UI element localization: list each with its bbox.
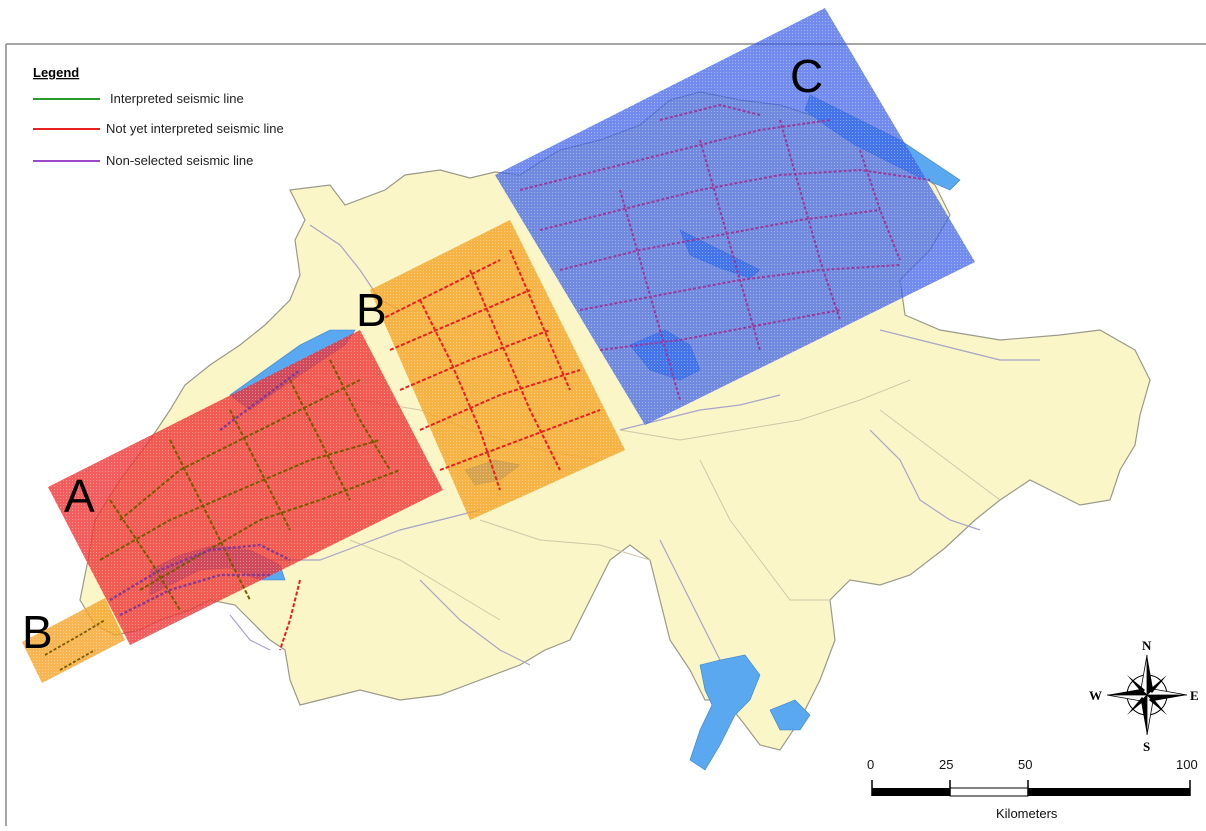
scale-unit-label: Kilometers [996,806,1058,821]
zone-label-A: A [64,470,95,522]
seismic-lines-zone-B [279,249,601,651]
compass-east: E [1190,688,1199,703]
zone-B-small-area [22,598,125,683]
legend-label-not-interpreted: Not yet interpreted seismic line [106,121,284,136]
seismic-lines-zone-A-purple [109,369,301,617]
seismic-lines-zone-B-small [44,619,106,671]
scale-tick-100: 100 [1176,757,1198,772]
zone-C-area [495,8,975,425]
compass-west: W [1089,688,1102,703]
scale-tick-25: 25 [939,757,953,772]
lake-maggiore [689,654,761,771]
zone-label-B: B [356,284,387,336]
compass-south: S [1143,739,1150,754]
scale-tick-50: 50 [1018,757,1032,772]
legend: Legend Interpreted seismic line Not yet … [33,65,284,168]
scale-tick-0: 0 [867,757,874,772]
lake-lugano [769,699,811,731]
scale-bar: 0 25 50 100 Kilometers [867,757,1198,821]
compass-north: N [1142,638,1152,653]
legend-label-interpreted: Interpreted seismic line [110,91,244,106]
zone-label-B-small: B [22,606,53,658]
legend-label-non-selected: Non-selected seismic line [106,153,253,168]
zone-label-C: C [790,50,823,102]
legend-title: Legend [33,65,79,80]
seismic-lines-zone-A [99,359,401,611]
zone-B-area [370,220,625,520]
compass-rose-icon: N S E W [1089,638,1199,754]
seismic-lines-zone-C [519,103,931,401]
